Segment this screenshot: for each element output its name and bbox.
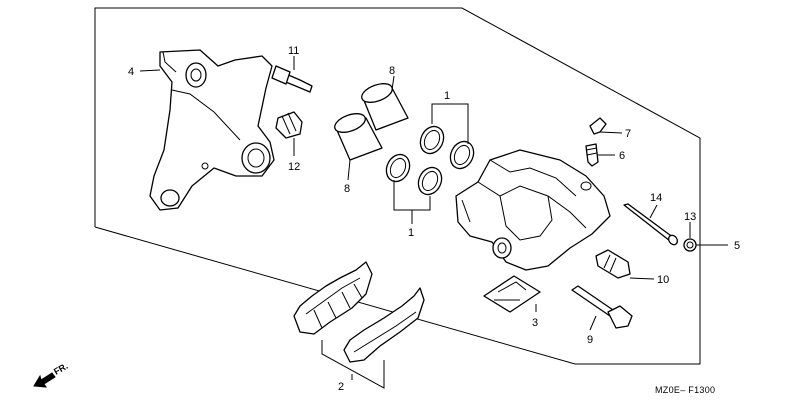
seal-lower-a	[385, 153, 411, 183]
seal-lower-b	[417, 166, 443, 196]
seal-upper-a	[419, 125, 445, 155]
slide-pin	[595, 249, 631, 279]
seal-upper-b	[449, 140, 475, 170]
callout-4: 4	[128, 66, 134, 78]
brake-pad-outer	[293, 261, 373, 335]
callout-2: 2	[338, 381, 344, 393]
pin-bolt	[271, 65, 313, 93]
callout-6: 6	[619, 150, 625, 162]
callout-14: 14	[650, 192, 662, 204]
rubber-boot	[275, 111, 303, 139]
piston-upper	[361, 83, 409, 131]
callout-1-top: 1	[444, 90, 450, 102]
callout-5: 5	[734, 240, 740, 252]
piston-lower	[334, 113, 383, 161]
pin-plug	[683, 238, 697, 252]
front-direction-indicator: FR.	[33, 361, 70, 388]
caliper-bracket	[149, 49, 275, 211]
brake-pad-inner	[343, 287, 425, 363]
callout-12: 12	[288, 161, 300, 173]
callout-11: 11	[288, 45, 299, 57]
diagram-frame	[94, 7, 701, 365]
callout-10: 10	[657, 274, 669, 286]
callout-7: 7	[625, 128, 631, 140]
callout-8-top: 8	[389, 65, 395, 77]
arrow-down-left-icon	[33, 372, 56, 388]
caliper-pin-bolt	[571, 285, 633, 329]
diagram-code: MZ0E– F1300	[655, 385, 715, 395]
callout-13: 13	[684, 211, 696, 223]
caliper-body	[455, 149, 611, 271]
direction-label: FR.	[52, 361, 70, 377]
callout-9: 9	[587, 334, 593, 346]
pad-pin	[623, 203, 679, 246]
bleeder-cap	[589, 117, 607, 135]
bleeder-valve	[585, 143, 599, 167]
callout-3: 3	[532, 317, 538, 329]
leader-lines	[139, 56, 728, 389]
callout-1-bottom: 1	[408, 227, 414, 239]
callout-8-bottom: 8	[344, 183, 350, 195]
pad-spring	[483, 275, 541, 313]
